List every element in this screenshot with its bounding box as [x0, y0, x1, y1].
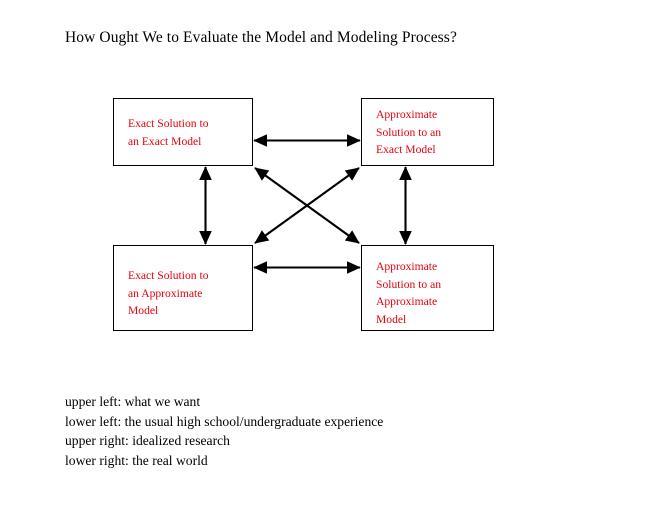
node-box-upper-right[interactable]: Approximate Solution to an Exact Model — [361, 98, 494, 166]
page-title: How Ought We to Evaluate the Model and M… — [65, 29, 457, 46]
node-label-upper-left: Exact Solution to an Exact Model — [128, 117, 209, 148]
node-label-lower-right: Approximate Solution to an Approximate M… — [376, 260, 442, 326]
node-box-lower-right[interactable]: Approximate Solution to an Approximate M… — [361, 245, 494, 331]
node-box-lower-left[interactable]: Exact Solution to an Approximate Model — [113, 245, 253, 331]
caption-line-lower-right: lower right: the real world — [65, 452, 208, 468]
node-box-upper-left[interactable]: Exact Solution to an Exact Model — [113, 98, 253, 166]
legend-caption: upper left: what we want lower left: the… — [65, 392, 383, 470]
caption-line-lower-left: lower left: the usual high school/underg… — [65, 413, 384, 429]
node-label-lower-left: Exact Solution to an Approximate Model — [128, 269, 209, 317]
caption-line-upper-right: upper right: idealized research — [65, 433, 230, 449]
connector-diagonal-ul-br — [254, 167, 360, 244]
node-label-upper-right: Approximate Solution to an Exact Model — [376, 108, 442, 156]
caption-line-upper-left: upper left: what we want — [65, 394, 201, 409]
connector-diagonal-bl-ur — [254, 167, 360, 244]
